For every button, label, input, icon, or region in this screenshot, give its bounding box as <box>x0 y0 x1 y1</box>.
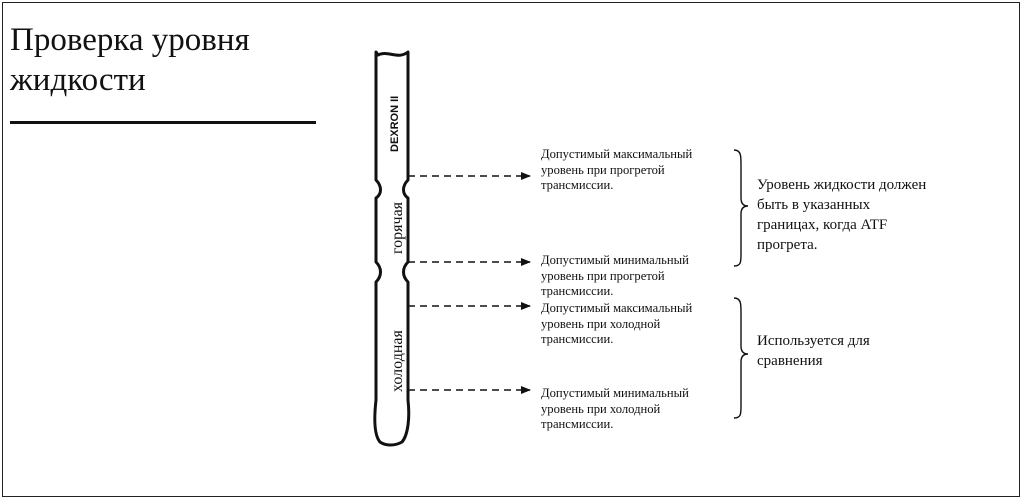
cold-range-note: Используется для сравнения <box>757 333 870 369</box>
hot-range-bracket <box>733 149 749 267</box>
title-underline <box>10 121 316 124</box>
dexron-label: DEXRON II <box>389 96 401 152</box>
cold-range-bracket <box>733 297 749 419</box>
cold-max-label: Допустимый максимальный уровень при холо… <box>541 301 693 346</box>
hot-min-label: Допустимый минимальный уровень при прогр… <box>541 253 689 298</box>
page-title: Проверка уровня жидкости <box>10 22 250 98</box>
hot-zone-label: горячая <box>389 201 406 254</box>
dipstick-outline <box>373 50 411 447</box>
hot-max-label: Допустимый максимальный уровень при прог… <box>541 147 693 192</box>
cold-min-label: Допустимый минимальный уровень при холод… <box>541 386 689 431</box>
cold-zone-label: холодная <box>389 329 406 392</box>
hot-range-note: Уровень жидкости должен быть в указанных… <box>757 177 927 253</box>
